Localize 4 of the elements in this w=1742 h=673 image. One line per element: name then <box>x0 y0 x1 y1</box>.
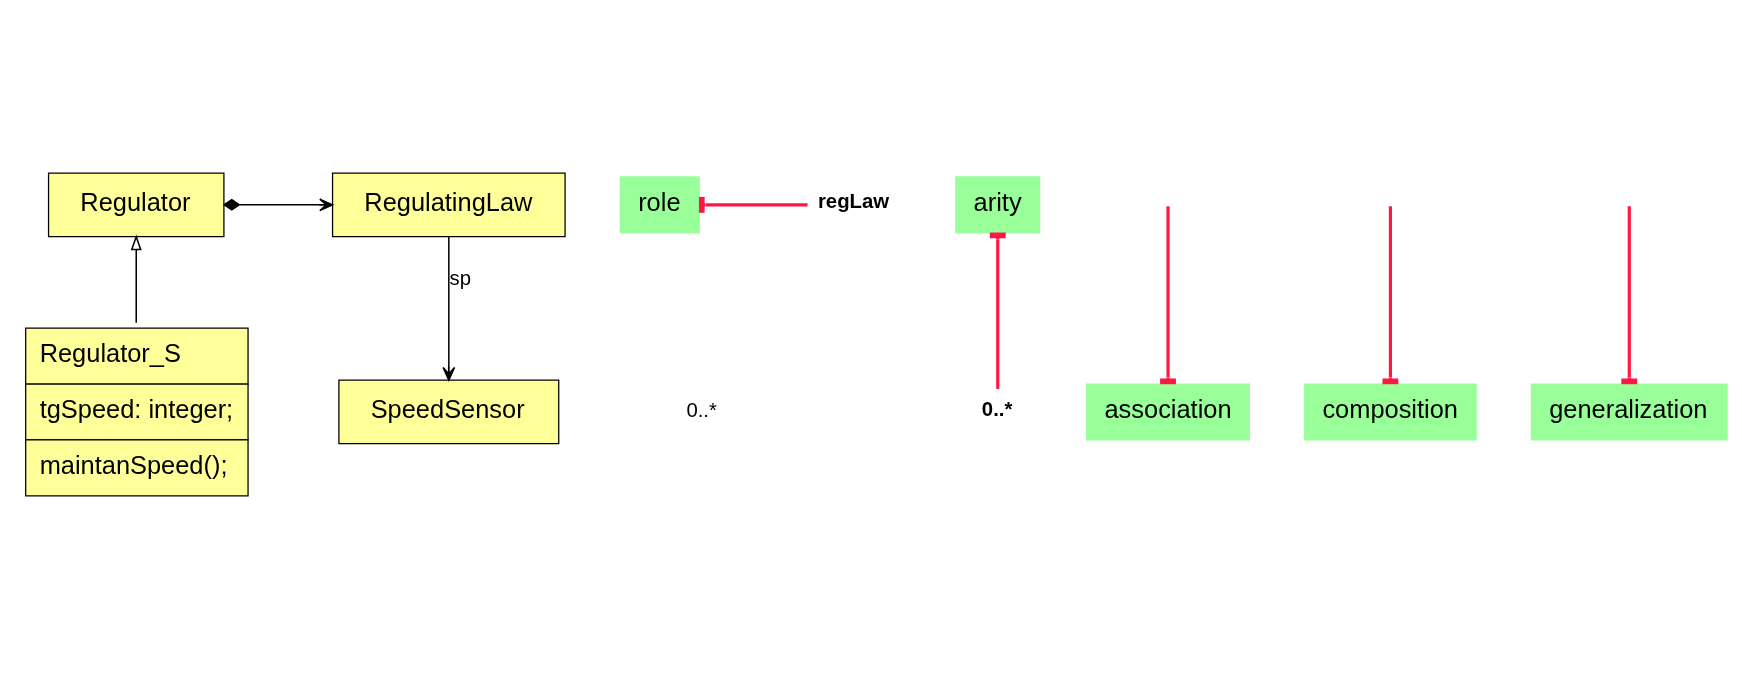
edge-label: sp <box>449 266 471 289</box>
label: 0..* <box>686 398 717 421</box>
node-text: regLaw <box>817 189 890 212</box>
node-text: 0..* <box>981 397 1013 420</box>
